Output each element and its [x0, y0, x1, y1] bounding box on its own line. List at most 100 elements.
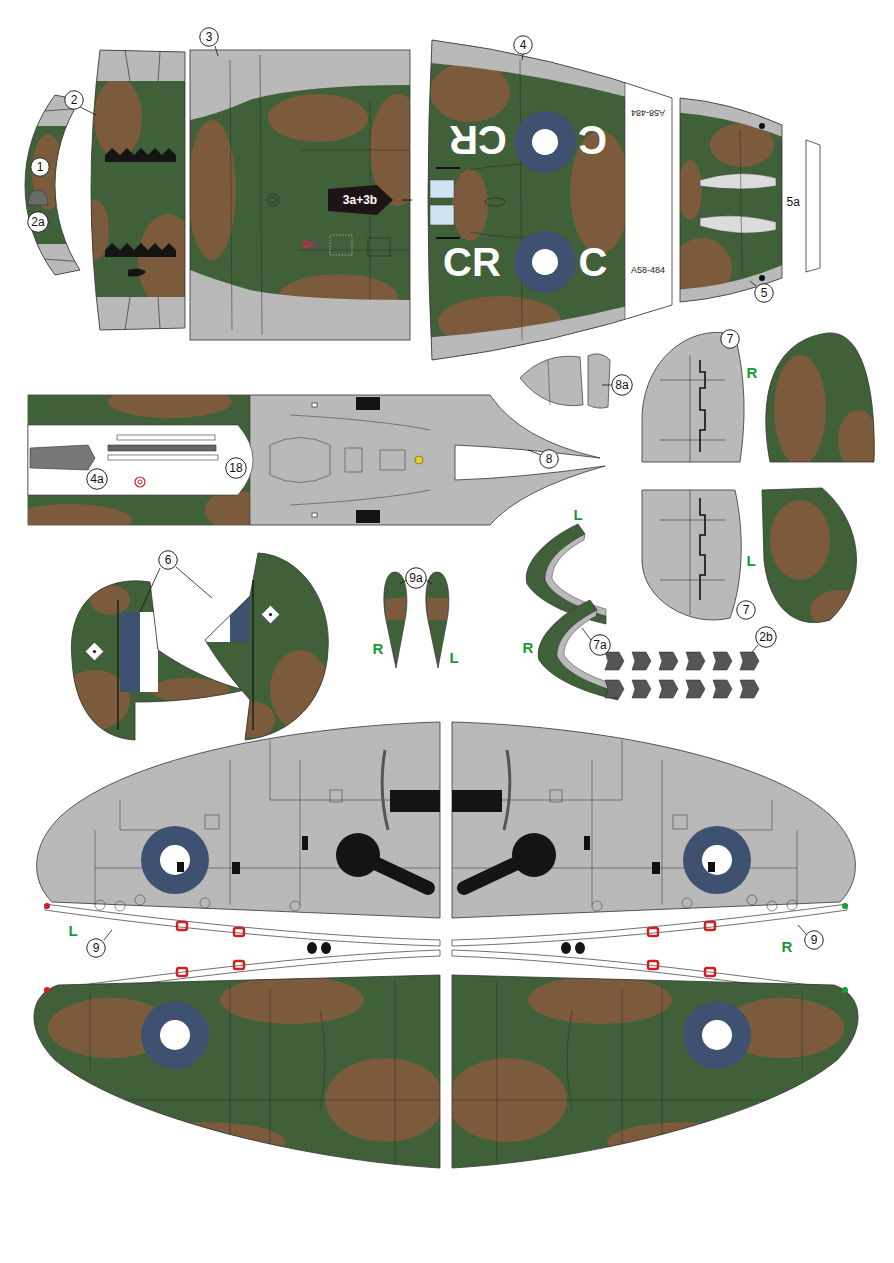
wing-part [37, 722, 440, 918]
marking-letters: C [579, 242, 608, 282]
callout-number: 3 [199, 27, 219, 47]
side-letter: L [747, 553, 756, 568]
forward-fuselage-part [270, 197, 276, 203]
forward-fuselage-part [188, 50, 426, 340]
forward-fuselage-part [330, 235, 352, 255]
wing-part [20, 722, 445, 1175]
fuselage-underside-part [356, 397, 380, 410]
side-letter: R [373, 641, 384, 656]
callout-circle [226, 458, 247, 479]
fuselage-underside-part [108, 445, 216, 451]
fuselage-underside-part [28, 425, 253, 495]
leader-line [400, 580, 406, 584]
serial-number: A58-484 [631, 266, 665, 275]
wheel-cover-part [426, 572, 449, 668]
tail-fuselage-part [670, 90, 790, 310]
callout-number: 9 [804, 930, 824, 950]
callout-text: 2a [31, 216, 44, 228]
exhaust-part [632, 652, 651, 670]
navigation-light [842, 987, 848, 993]
fin-part [200, 545, 335, 745]
exhaust-part [713, 652, 732, 670]
leader-line [582, 628, 591, 640]
leader-line [522, 54, 523, 60]
fin-part [117, 600, 118, 730]
tailplane-part [810, 590, 870, 630]
fuselage-underside-part [415, 456, 423, 464]
forward-fuselage-part [303, 243, 322, 245]
wing-part [141, 826, 209, 894]
callout-circle [540, 450, 559, 469]
navigation-light [44, 903, 50, 909]
cowling-part [105, 148, 176, 162]
nose-ring-part [28, 190, 48, 205]
marking-letters: C [578, 120, 607, 160]
fin-part [269, 613, 272, 616]
fuselage-underside-part [30, 445, 95, 470]
fin-part [235, 702, 275, 738]
fin-part [85, 642, 103, 660]
fuselage-underside-part [138, 480, 142, 484]
exhaust-part [686, 652, 705, 670]
cockpit-fuselage-part [430, 205, 454, 225]
elevator-part [538, 600, 618, 700]
exhaust-part [686, 680, 705, 698]
callout-number: 7 [720, 329, 740, 349]
tailplane-part [774, 355, 826, 465]
callout-number: 8a [611, 374, 633, 396]
leader-line [80, 107, 96, 115]
callout-circle [28, 212, 49, 233]
callout-text: 3 [206, 31, 213, 43]
leader-line [752, 645, 758, 652]
callout-number: 7a [589, 634, 611, 656]
callout-circle [31, 158, 50, 177]
wing-part [290, 901, 300, 911]
fuselage-underside-part [108, 455, 218, 460]
callout-text: 9a [409, 572, 422, 584]
cockpit-fuselage-part [420, 30, 685, 370]
cockpit-fuselage-part [420, 30, 685, 370]
side-letter: R [780, 938, 795, 955]
tailplane-part [755, 480, 880, 630]
tailplane-part [700, 360, 705, 452]
tailplane-part [766, 333, 874, 462]
fin-part [93, 650, 96, 653]
wing-part [232, 862, 240, 874]
exhaust-part [740, 652, 759, 670]
callout-circle [514, 36, 533, 55]
navigation-light [44, 987, 50, 993]
exhaust-part [659, 680, 678, 698]
cowling-part [105, 243, 176, 257]
forward-fuselage-part [190, 50, 410, 340]
exhaust-part [659, 652, 678, 670]
callout-text: 9 [811, 934, 818, 946]
callout-number: 18 [225, 457, 247, 479]
callout-number: 7 [736, 600, 756, 620]
wing-part [160, 1020, 190, 1050]
callout-circle [612, 375, 633, 396]
leader-line [750, 281, 756, 286]
elevator-part [538, 600, 618, 700]
callout-number: 5 [754, 283, 774, 303]
elevator-part [545, 534, 606, 616]
cowling-part [138, 214, 198, 310]
forward-fuselage-part [230, 55, 410, 335]
tailplane-part [750, 325, 880, 470]
cowling-part [91, 50, 185, 330]
cowling-part [80, 45, 190, 81]
fin-part [205, 553, 328, 740]
wing-part [90, 980, 440, 1165]
leader-line [140, 568, 160, 612]
fuselage-underside-part [312, 403, 317, 407]
tail-fuselage-part [700, 173, 776, 189]
cockpit-fuselage-part [430, 62, 510, 122]
fin-part [261, 605, 279, 623]
wheel-cover-part [427, 598, 448, 620]
fuselage-underside-part [117, 435, 215, 440]
wing-part [302, 836, 308, 850]
callout-text: 8a [615, 379, 628, 391]
exhaust-part [632, 680, 651, 698]
tailplane-part [770, 500, 830, 580]
wing-part [177, 862, 184, 872]
callout-number: 4 [513, 35, 533, 55]
